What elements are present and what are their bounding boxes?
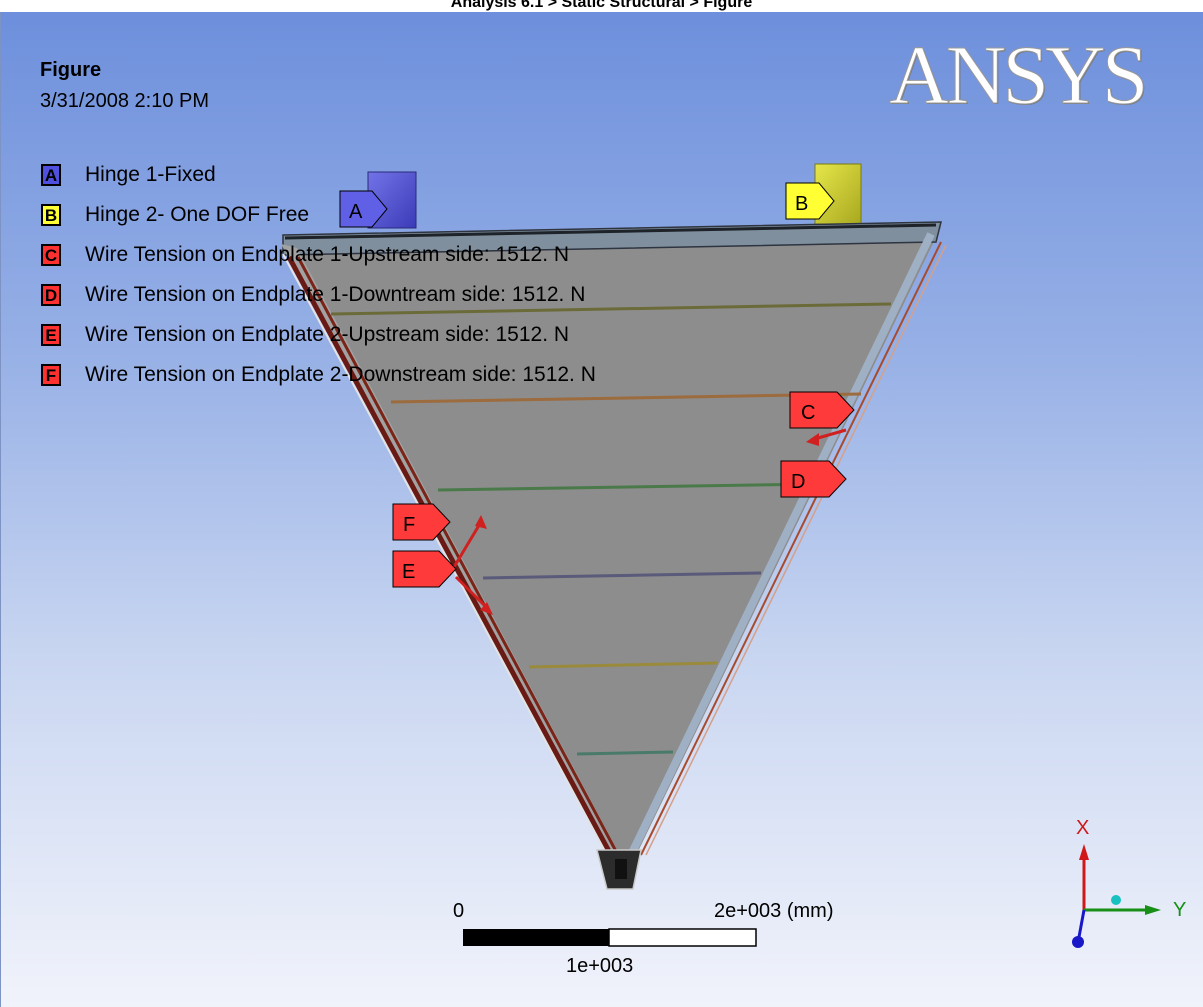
legend-label: Wire Tension on Endplate 1-Upstream side… [85, 243, 570, 266]
scale-bar [463, 928, 757, 947]
legend-letter-box: F [41, 364, 61, 386]
tag-e-label: E [402, 561, 415, 583]
legend-item-f[interactable]: F Wire Tension on Endplate 2-Downstream … [41, 355, 596, 395]
axis-triad: X Y [1072, 817, 1186, 948]
tag-a[interactable]: A [339, 190, 388, 228]
triad-y-label: Y [1173, 899, 1186, 921]
legend-letter-box: A [41, 164, 61, 186]
legend-label: Hinge 1-Fixed [85, 163, 216, 186]
legend-item-d[interactable]: D Wire Tension on Endplate 1-Downtream s… [41, 275, 596, 315]
legend-letter-box: E [41, 324, 61, 346]
graphics-viewport[interactable]: A B C D E F [0, 12, 1203, 1007]
legend-item-c[interactable]: C Wire Tension on Endplate 1-Upstream si… [41, 235, 596, 275]
triad-x-label: X [1076, 817, 1089, 839]
window-title: Analysis 6.1 > Static Structural > Figur… [450, 0, 753, 11]
legend: A Hinge 1-Fixed B Hinge 2- One DOF Free … [41, 155, 596, 395]
tag-f-label: F [403, 514, 415, 536]
title-bar: Analysis 6.1 > Static Structural > Figur… [0, 0, 1203, 12]
legend-item-b[interactable]: B Hinge 2- One DOF Free [41, 195, 596, 235]
tag-d-label: D [791, 471, 805, 493]
scale-middle-label: 1e+003 [566, 955, 634, 977]
figure-title: Figure [40, 59, 102, 81]
legend-letter-box: C [41, 244, 61, 266]
legend-label: Wire Tension on Endplate 1-Downtream sid… [85, 283, 586, 306]
legend-item-a[interactable]: A Hinge 1-Fixed [41, 155, 596, 195]
legend-label: Hinge 2- One DOF Free [85, 203, 310, 226]
tag-c-label: C [801, 402, 815, 424]
legend-item-e[interactable]: E Wire Tension on Endplate 2-Upstream si… [41, 315, 596, 355]
scale-right-label: 2e+003 (mm) [714, 900, 834, 922]
tag-e[interactable]: E [392, 550, 457, 588]
legend-letter-box: D [41, 284, 61, 306]
tag-b-label: B [795, 193, 808, 215]
endplate-model [281, 221, 947, 890]
tag-d[interactable]: D [780, 460, 847, 498]
ansys-logo: ANSYS [888, 29, 1148, 122]
tag-a-label: A [349, 201, 363, 223]
model-view[interactable]: A B C D E F [1, 12, 1203, 1007]
scale-left-label: 0 [453, 900, 465, 922]
tag-b[interactable]: B [785, 182, 835, 220]
figure-date: 3/31/2008 2:10 PM [40, 90, 210, 112]
legend-label: Wire Tension on Endplate 2-Upstream side… [85, 323, 570, 346]
tag-c[interactable]: C [789, 391, 855, 429]
tag-f[interactable]: F [392, 503, 451, 541]
legend-label: Wire Tension on Endplate 2-Downstream si… [85, 363, 596, 386]
legend-letter-box: B [41, 204, 61, 226]
